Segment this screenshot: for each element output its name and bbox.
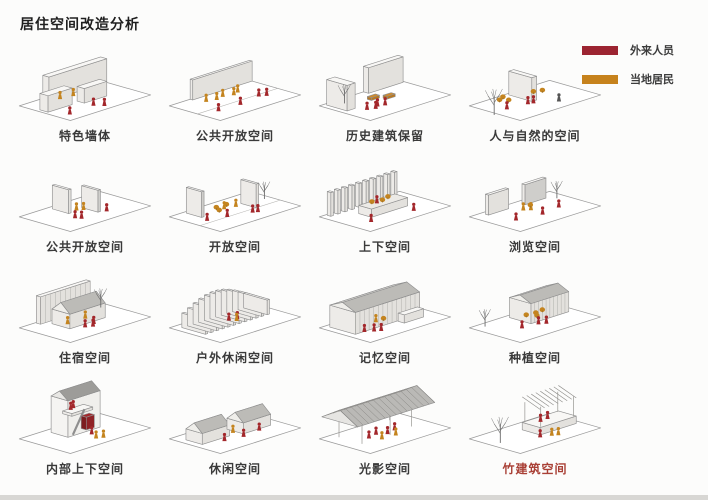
- planting-house-diagram: [468, 282, 602, 343]
- cell-split-level: 上下空间: [312, 153, 458, 255]
- cell-label: 公共开放空间: [45, 240, 124, 254]
- cell-label: 休闲空间: [208, 462, 261, 476]
- open-panels-diagram: [168, 178, 302, 232]
- cell-label: 内部上下空间: [45, 462, 124, 476]
- cell-memory-barn: 记忆空间: [312, 264, 458, 366]
- legend-swatch-icon: [582, 74, 618, 84]
- cell-slat-pavilion: 户外休闲空间: [162, 264, 308, 366]
- cell-open-panels: 开放空间: [162, 153, 308, 255]
- cell-label: 历史建筑保留: [345, 129, 424, 143]
- legend: 外来人员当地居民: [582, 42, 692, 100]
- cell-label: 种植空间: [508, 351, 561, 365]
- legend-item: 当地居民: [582, 71, 692, 87]
- cell-label: 户外休闲空间: [195, 351, 274, 365]
- twin-gables-diagram: [168, 403, 302, 454]
- slat-pavilion-diagram: [168, 288, 302, 343]
- cell-public-open-wall: 公共开放空间: [162, 42, 308, 144]
- cell-light-canopy: 光影空间: [312, 375, 458, 477]
- cell-feature-walls: 特色墙体: [12, 42, 158, 144]
- diagram-grid: 特色墙体公共开放空间历史建筑保留人与自然的空间公共开放空间开放空间上下空间浏览空…: [12, 42, 608, 477]
- cell-label: 公共开放空间: [195, 129, 274, 143]
- twin-panels-diagram: [18, 184, 152, 232]
- cell-label: 开放空间: [208, 240, 261, 254]
- memory-barn-diagram: [318, 281, 452, 343]
- cell-label: 光影空间: [358, 462, 411, 476]
- cell-label: 上下空间: [358, 240, 411, 254]
- cell-bamboo-frame: 竹建筑空间: [462, 375, 608, 477]
- legend-label: 外来人员: [630, 45, 674, 57]
- split-level-diagram: [318, 170, 452, 232]
- cell-historic-walls: 历史建筑保留: [312, 42, 458, 144]
- legend-label: 当地居民: [630, 74, 674, 86]
- interior-stairs-diagram: [18, 380, 152, 454]
- cell-nature-space: 人与自然的空间: [462, 42, 608, 144]
- public-open-wall-diagram: [168, 59, 302, 121]
- cell-twin-gables: 休闲空间: [162, 375, 308, 477]
- page-title: 居住空间改造分析: [20, 16, 140, 32]
- cell-planting-house: 种植空间: [462, 264, 608, 366]
- cell-interior-stairs: 内部上下空间: [12, 375, 158, 477]
- light-canopy-diagram: [318, 385, 452, 454]
- browse-panels-diagram: [468, 176, 602, 232]
- page-bottom-edge: [0, 495, 708, 500]
- cell-gable-house: 住宿空间: [12, 264, 158, 366]
- legend-swatch-icon: [582, 45, 618, 55]
- cell-label: 住宿空间: [58, 351, 111, 365]
- bamboo-frame-diagram: [468, 385, 602, 454]
- cell-browse-panels: 浏览空间: [462, 153, 608, 255]
- cell-label: 记忆空间: [358, 351, 411, 365]
- cell-label: 人与自然的空间: [489, 129, 581, 143]
- feature-walls-diagram: [18, 56, 152, 121]
- cell-twin-panels: 公共开放空间: [12, 153, 158, 255]
- cell-label: 竹建筑空间: [502, 462, 568, 476]
- legend-item: 外来人员: [582, 42, 692, 58]
- cell-label: 特色墙体: [58, 129, 111, 143]
- nature-space-diagram: [468, 69, 602, 121]
- historic-walls-diagram: [318, 54, 452, 121]
- cell-label: 浏览空间: [508, 240, 561, 254]
- gable-house-diagram: [18, 279, 152, 343]
